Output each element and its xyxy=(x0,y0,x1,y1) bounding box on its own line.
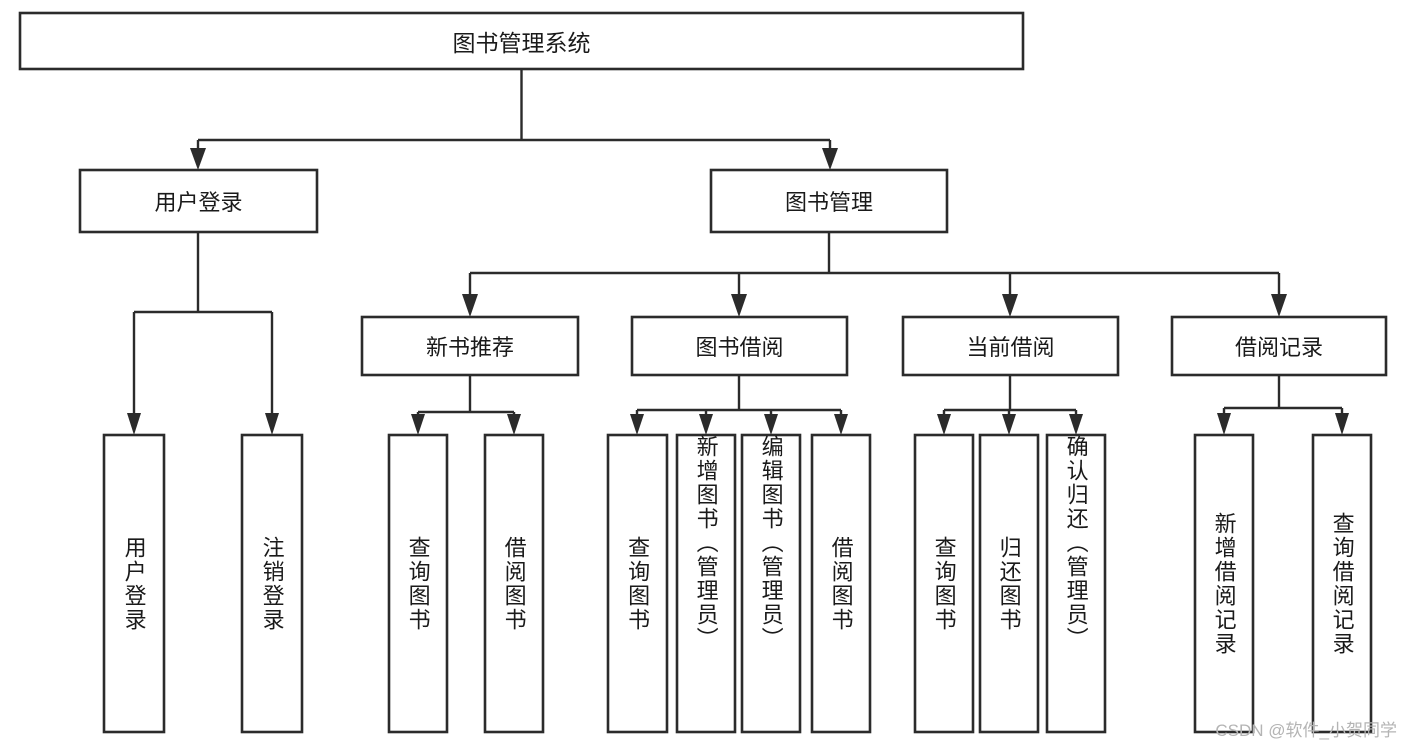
node-leaf-logout[interactable] xyxy=(240,433,304,734)
connector-newbook-to-leaves xyxy=(411,375,521,435)
connector-currentborrow-to-leaves xyxy=(937,375,1083,435)
node-leaf-query-book-borrow[interactable] xyxy=(606,433,669,734)
node-leaf-add-book[interactable] xyxy=(675,433,737,734)
node-leaf-query-book-current[interactable] xyxy=(913,433,975,734)
node-book-borrow[interactable] xyxy=(630,315,849,377)
node-leaf-query-book-recommend[interactable] xyxy=(387,433,449,734)
node-leaf-borrow-book[interactable] xyxy=(810,433,872,734)
node-leaf-user-login[interactable] xyxy=(102,433,166,734)
connector-bookborrow-to-leaves xyxy=(630,375,848,435)
connector-root-to-level2 xyxy=(190,69,838,170)
node-leaf-return-book[interactable] xyxy=(978,433,1040,734)
node-new-book-recommend[interactable] xyxy=(360,315,580,377)
node-book-management[interactable] xyxy=(709,168,949,234)
node-user-login[interactable] xyxy=(78,168,319,234)
node-borrow-records[interactable] xyxy=(1170,315,1388,377)
connector-bookmgmt-to-level3 xyxy=(462,232,1287,317)
connector-borrowrecords-to-leaves xyxy=(1217,375,1349,435)
node-leaf-borrow-book-recommend[interactable] xyxy=(483,433,545,734)
node-root[interactable] xyxy=(18,11,1025,71)
node-leaf-add-borrow-record[interactable] xyxy=(1193,433,1255,734)
node-current-borrow[interactable] xyxy=(901,315,1120,377)
connector-userlogin-to-leaves xyxy=(127,232,279,435)
node-leaf-confirm-return[interactable] xyxy=(1045,433,1107,734)
node-leaf-edit-book[interactable] xyxy=(740,433,802,734)
node-leaf-query-borrow-record[interactable] xyxy=(1311,433,1373,734)
